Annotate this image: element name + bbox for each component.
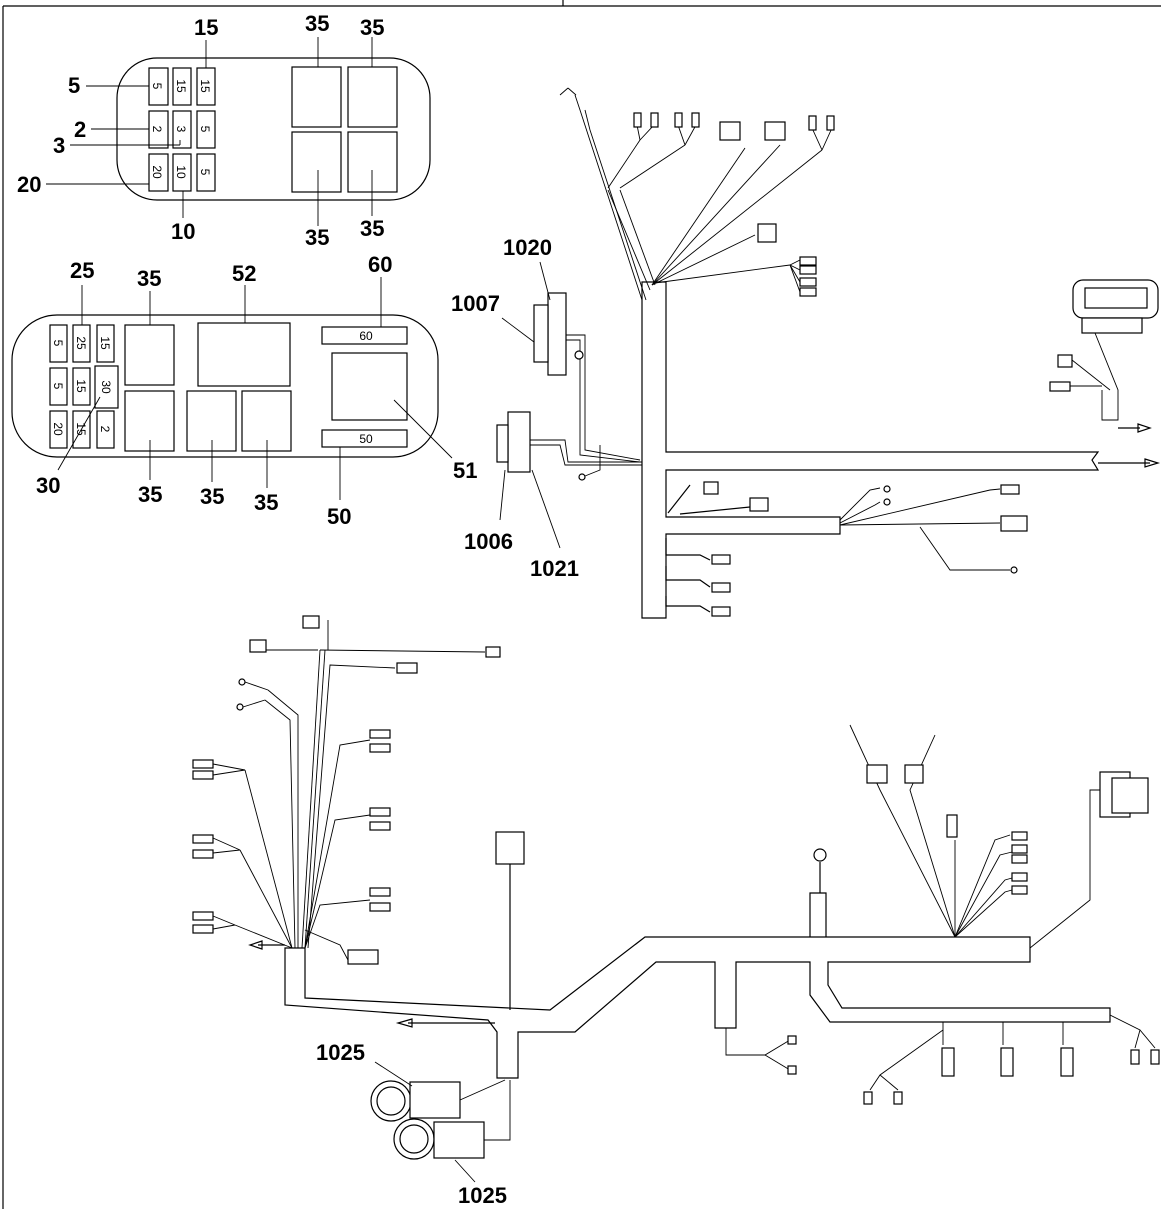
fuse-value: 25: [74, 336, 88, 350]
fuse-box-lower: 5 25 15 5 15 30 20 15 2 60 50 25 35 52 6…: [11, 252, 477, 529]
callout-label: 1021: [530, 556, 579, 581]
relay-value: 60: [359, 329, 373, 343]
callout-label: 20: [17, 172, 41, 197]
callout-label: 2: [74, 117, 86, 142]
fuse-value: 15: [98, 336, 112, 350]
callout-label: 35: [360, 15, 384, 40]
fuse-value: 5: [198, 169, 212, 176]
callout-label: 35: [138, 482, 162, 507]
callout-label: 5: [68, 73, 80, 98]
fuse-value: 15: [198, 79, 212, 93]
fuse-value: 5: [51, 383, 65, 390]
callout-label: 60: [368, 252, 392, 277]
fuse-value: 20: [150, 165, 164, 179]
callout-label: 1007: [451, 291, 500, 316]
callout-label: 50: [327, 504, 351, 529]
callout-label: 35: [137, 266, 161, 291]
callout-label: 35: [200, 484, 224, 509]
fuse-value: 15: [74, 379, 88, 393]
callout-label: 1025: [316, 1040, 365, 1065]
callout-label: 25: [70, 258, 94, 283]
fuse-value: 10: [174, 165, 188, 179]
callout-label: 10: [171, 219, 195, 244]
callout-label: 51: [453, 458, 477, 483]
callout-label: 30: [36, 473, 60, 498]
fuse-box-upper: 5 15 15 2 3 5 20 10 5 15 35 35 5 2 3 20 …: [17, 11, 431, 250]
fuse-value: 2: [150, 126, 164, 133]
callout-label: 3: [53, 133, 65, 158]
callout-label: 1006: [464, 529, 513, 554]
callout-label: 15: [194, 15, 218, 40]
upper-harness: 1020 1007 1006 1021: [451, 87, 1161, 619]
fuse-value: 30: [99, 380, 113, 394]
callout-label: 1025: [458, 1183, 507, 1208]
fuse-value: 2: [98, 426, 112, 433]
lower-harness: 1025 1025: [192, 615, 1160, 1208]
fuse-value: 5: [198, 126, 212, 133]
callout-label: 1020: [503, 235, 552, 260]
callout-label: 35: [305, 11, 329, 36]
callout-label: 35: [254, 490, 278, 515]
fuse-value: 5: [51, 340, 65, 347]
fuse-value: 5: [150, 83, 164, 90]
fuse-value: 3: [174, 126, 188, 133]
callout-label: 35: [360, 216, 384, 241]
fuse-value: 15: [174, 79, 188, 93]
fuse-value: 20: [51, 422, 65, 436]
relay-value: 50: [359, 432, 373, 446]
callout-label: 52: [232, 261, 256, 286]
callout-label: 35: [305, 225, 329, 250]
